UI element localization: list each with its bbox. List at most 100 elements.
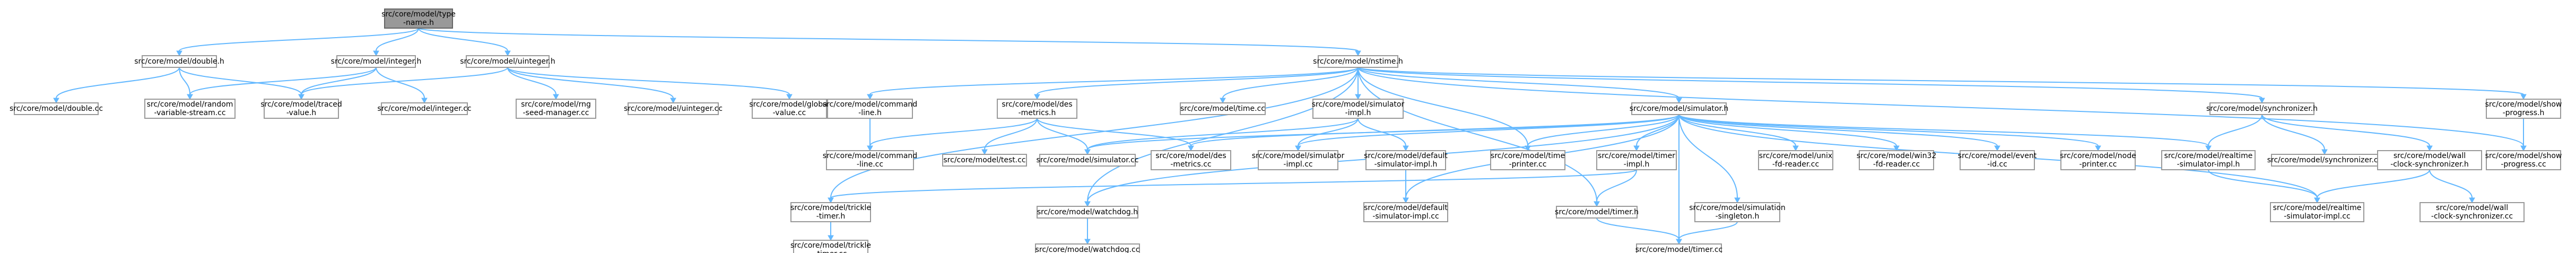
edge-arrowhead [298,94,304,100]
node-box [1596,150,1677,170]
edge-arrowhead [828,235,834,241]
node-simulator_impl_h[interactable]: src/core/model/simulator-impl.h [1312,99,1405,119]
node-double_h[interactable]: src/core/model/double.h [134,55,224,68]
node-win32_fd_reader_cc[interactable]: src/core/model/win32-fd-reader.cc [1857,150,1937,170]
node-traced_value_h[interactable]: src/core/model/traced-value.h [260,99,342,119]
node-nstime_h[interactable]: src/core/model/nstime.h [1313,55,1403,68]
edge-line [869,67,1359,95]
node-node_printer_cc[interactable]: src/core/model/node-printer.cc [2060,150,2136,170]
node-unix_fd_reader_cc[interactable]: src/core/model/unix-fd-reader.cc [1758,150,1833,170]
node-double_cc[interactable]: src/core/model/double.cc [10,102,103,115]
node-label-line: src/core/model/synchronizer.cc [2267,156,2382,164]
node-label-line: -impl.h [1624,160,1650,169]
edge-line [1678,221,1738,240]
node-uinteger_cc[interactable]: src/core/model/uinteger.cc [624,102,723,115]
node-synchronizer_cc[interactable]: src/core/model/synchronizer.cc [2267,154,2382,167]
node-realtime_simulator_impl_cc[interactable]: src/core/model/realtime-simulator-impl.c… [2270,202,2364,222]
node-box [2209,102,2314,115]
node-default_simulator_impl_cc[interactable]: src/core/model/default-simulator-impl.cc [1363,202,1448,222]
node-des_metrics_h[interactable]: src/core/model/des-metrics.h [997,99,1077,119]
node-wall_clock_synchronizer_h[interactable]: src/core/model/wall-clock-synchronizer.h [2377,150,2482,170]
node-uinteger_h[interactable]: src/core/model/uinteger.h [460,55,555,68]
edge-wall_clock_synchronizer_h-to-realtime_simulator_impl_cc [2314,169,2430,204]
node-show_progress_cc[interactable]: src/core/model/show-progress.cc [2485,150,2562,170]
node-label-line: src/core/model/simulator.h [1630,104,1729,113]
node-label-line: src/core/model/type [381,10,456,19]
node-watchdog_h[interactable]: src/core/model/watchdog.h [1037,206,1138,219]
node-command_line_cc[interactable]: src/core/model/command-line.cc [823,150,917,170]
node-box [2161,150,2256,170]
node-box [942,154,1027,167]
node-label-line: src/core/model/timer [1598,152,1675,160]
node-box [1694,202,1780,222]
node-time_cc[interactable]: src/core/model/time.cc [1180,102,1266,115]
node-show_progress_h[interactable]: src/core/model/show-progress.h [2485,99,2562,119]
node-box [1180,102,1266,115]
node-synchronizer_h[interactable]: src/core/model/synchronizer.h [2206,102,2318,115]
edge-arrowhead [1084,239,1091,245]
node-label-line: -metrics.cc [1170,160,1211,169]
node-label-line: src/core/model/integer.h [331,57,422,66]
edge-des_metrics_h-to-test_cc [981,118,1038,155]
node-label-line: src/core/model/wall [2436,204,2508,212]
node-simulation_singleton_h[interactable]: src/core/model/simulation-singleton.h [1689,202,1786,222]
node-label-line: -simulator-impl.h [1374,160,1438,169]
node-box [1859,150,1934,170]
edge-uinteger_h-to-traced_value_h [298,67,508,100]
node-label-line: -value.cc [773,109,806,117]
node-label-line: -simulator-impl.cc [1372,212,1439,221]
node-box [2486,150,2561,170]
node-rng_seed_manager_cc[interactable]: src/core/model/rng-seed-manager.cc [516,99,596,119]
node-label-line: -fd-reader.cc [1772,160,1819,169]
node-label-line: src/core/model/synchronizer.h [2206,104,2318,113]
edge-line [1357,67,2524,146]
node-simulator_impl_cc[interactable]: src/core/model/simulator-impl.cc [1252,150,1345,170]
edge-line [2208,114,2262,146]
node-label-line: -variable-stream.cc [154,109,225,117]
node-simulator_h[interactable]: src/core/model/simulator.h [1630,102,1729,115]
node-label-line: src/core/model/default [1364,152,1448,160]
node-label-line: -printer.cc [2079,160,2117,169]
edge-default_simulator_impl_h-to-default_simulator_impl_cc [1403,169,1409,204]
edge-line [1357,67,1528,146]
node-event_id_cc[interactable]: src/core/model/event-id.cc [1958,150,2037,170]
edge-nstime_h-to-time_cc [1220,67,1359,104]
node-realtime_simulator_impl_h[interactable]: src/core/model/realtime-simulator-impl.h [2161,150,2256,170]
node-label-line: -impl.cc [1283,160,1312,169]
node-global_value_cc[interactable]: src/core/model/global-value.cc [749,99,830,119]
node-command_line_h[interactable]: src/core/model/command-line.h [823,99,917,119]
node-wall_clock_synchronizer_cc[interactable]: src/core/model/wall-clock-synchronizer.c… [2420,202,2525,222]
edge-arrowhead [53,98,59,104]
edge-integer_h-to-random_variable_stream_cc [187,67,377,100]
node-random_variable_stream_cc[interactable]: src/core/model/random-variable-stream.cc [144,99,236,119]
edge-arrowhead [1188,145,1194,152]
node-watchdog_cc[interactable]: src/core/model/watchdog.cc [1035,243,1140,253]
edge-line [301,67,377,95]
edge-line [984,118,1038,150]
edge-arrowhead [1403,145,1409,152]
edge-line [869,118,1038,146]
node-test_cc[interactable]: src/core/model/test.cc [942,154,1027,167]
node-des_metrics_cc[interactable]: src/core/model/des-metrics.cc [1151,150,1231,170]
node-timer_h[interactable]: src/core/model/timer.h [1555,206,1639,219]
node-integer_h[interactable]: src/core/model/integer.h [331,55,422,68]
edge-line [1222,67,1359,99]
node-label-line: -line.cc [857,160,883,169]
node-box [790,202,871,222]
edge-synchronizer_h-to-realtime_simulator_impl_h [2205,114,2262,152]
edge-line [179,28,419,51]
node-trickle_timer_h[interactable]: src/core/model/trickle-timer.h [790,202,871,222]
node-timer_cc[interactable]: src/core/model/timer.cc [1635,243,1722,253]
node-box [14,102,99,115]
node-time_printer_cc[interactable]: src/core/model/time-printer.cc [1490,150,1565,170]
node-simulator_cc[interactable]: src/core/model/simulator.cc [1036,154,1139,167]
node-label-line: src/core/model/simulator [1312,100,1405,109]
node-box [1631,102,1727,115]
node-integer_cc[interactable]: src/core/model/integer.cc [377,102,472,115]
edge-simulator_h-to-simulator_impl_cc [1295,114,1679,152]
edge-line [507,67,674,99]
node-trickle_timer_cc[interactable]: src/core/model/trickle-timer.cc [790,240,871,253]
node-timer_impl_h[interactable]: src/core/model/timer-impl.h [1596,150,1677,170]
edge-arrowhead [828,197,834,204]
node-default_simulator_impl_h[interactable]: src/core/model/default-simulator-impl.h [1364,150,1448,170]
